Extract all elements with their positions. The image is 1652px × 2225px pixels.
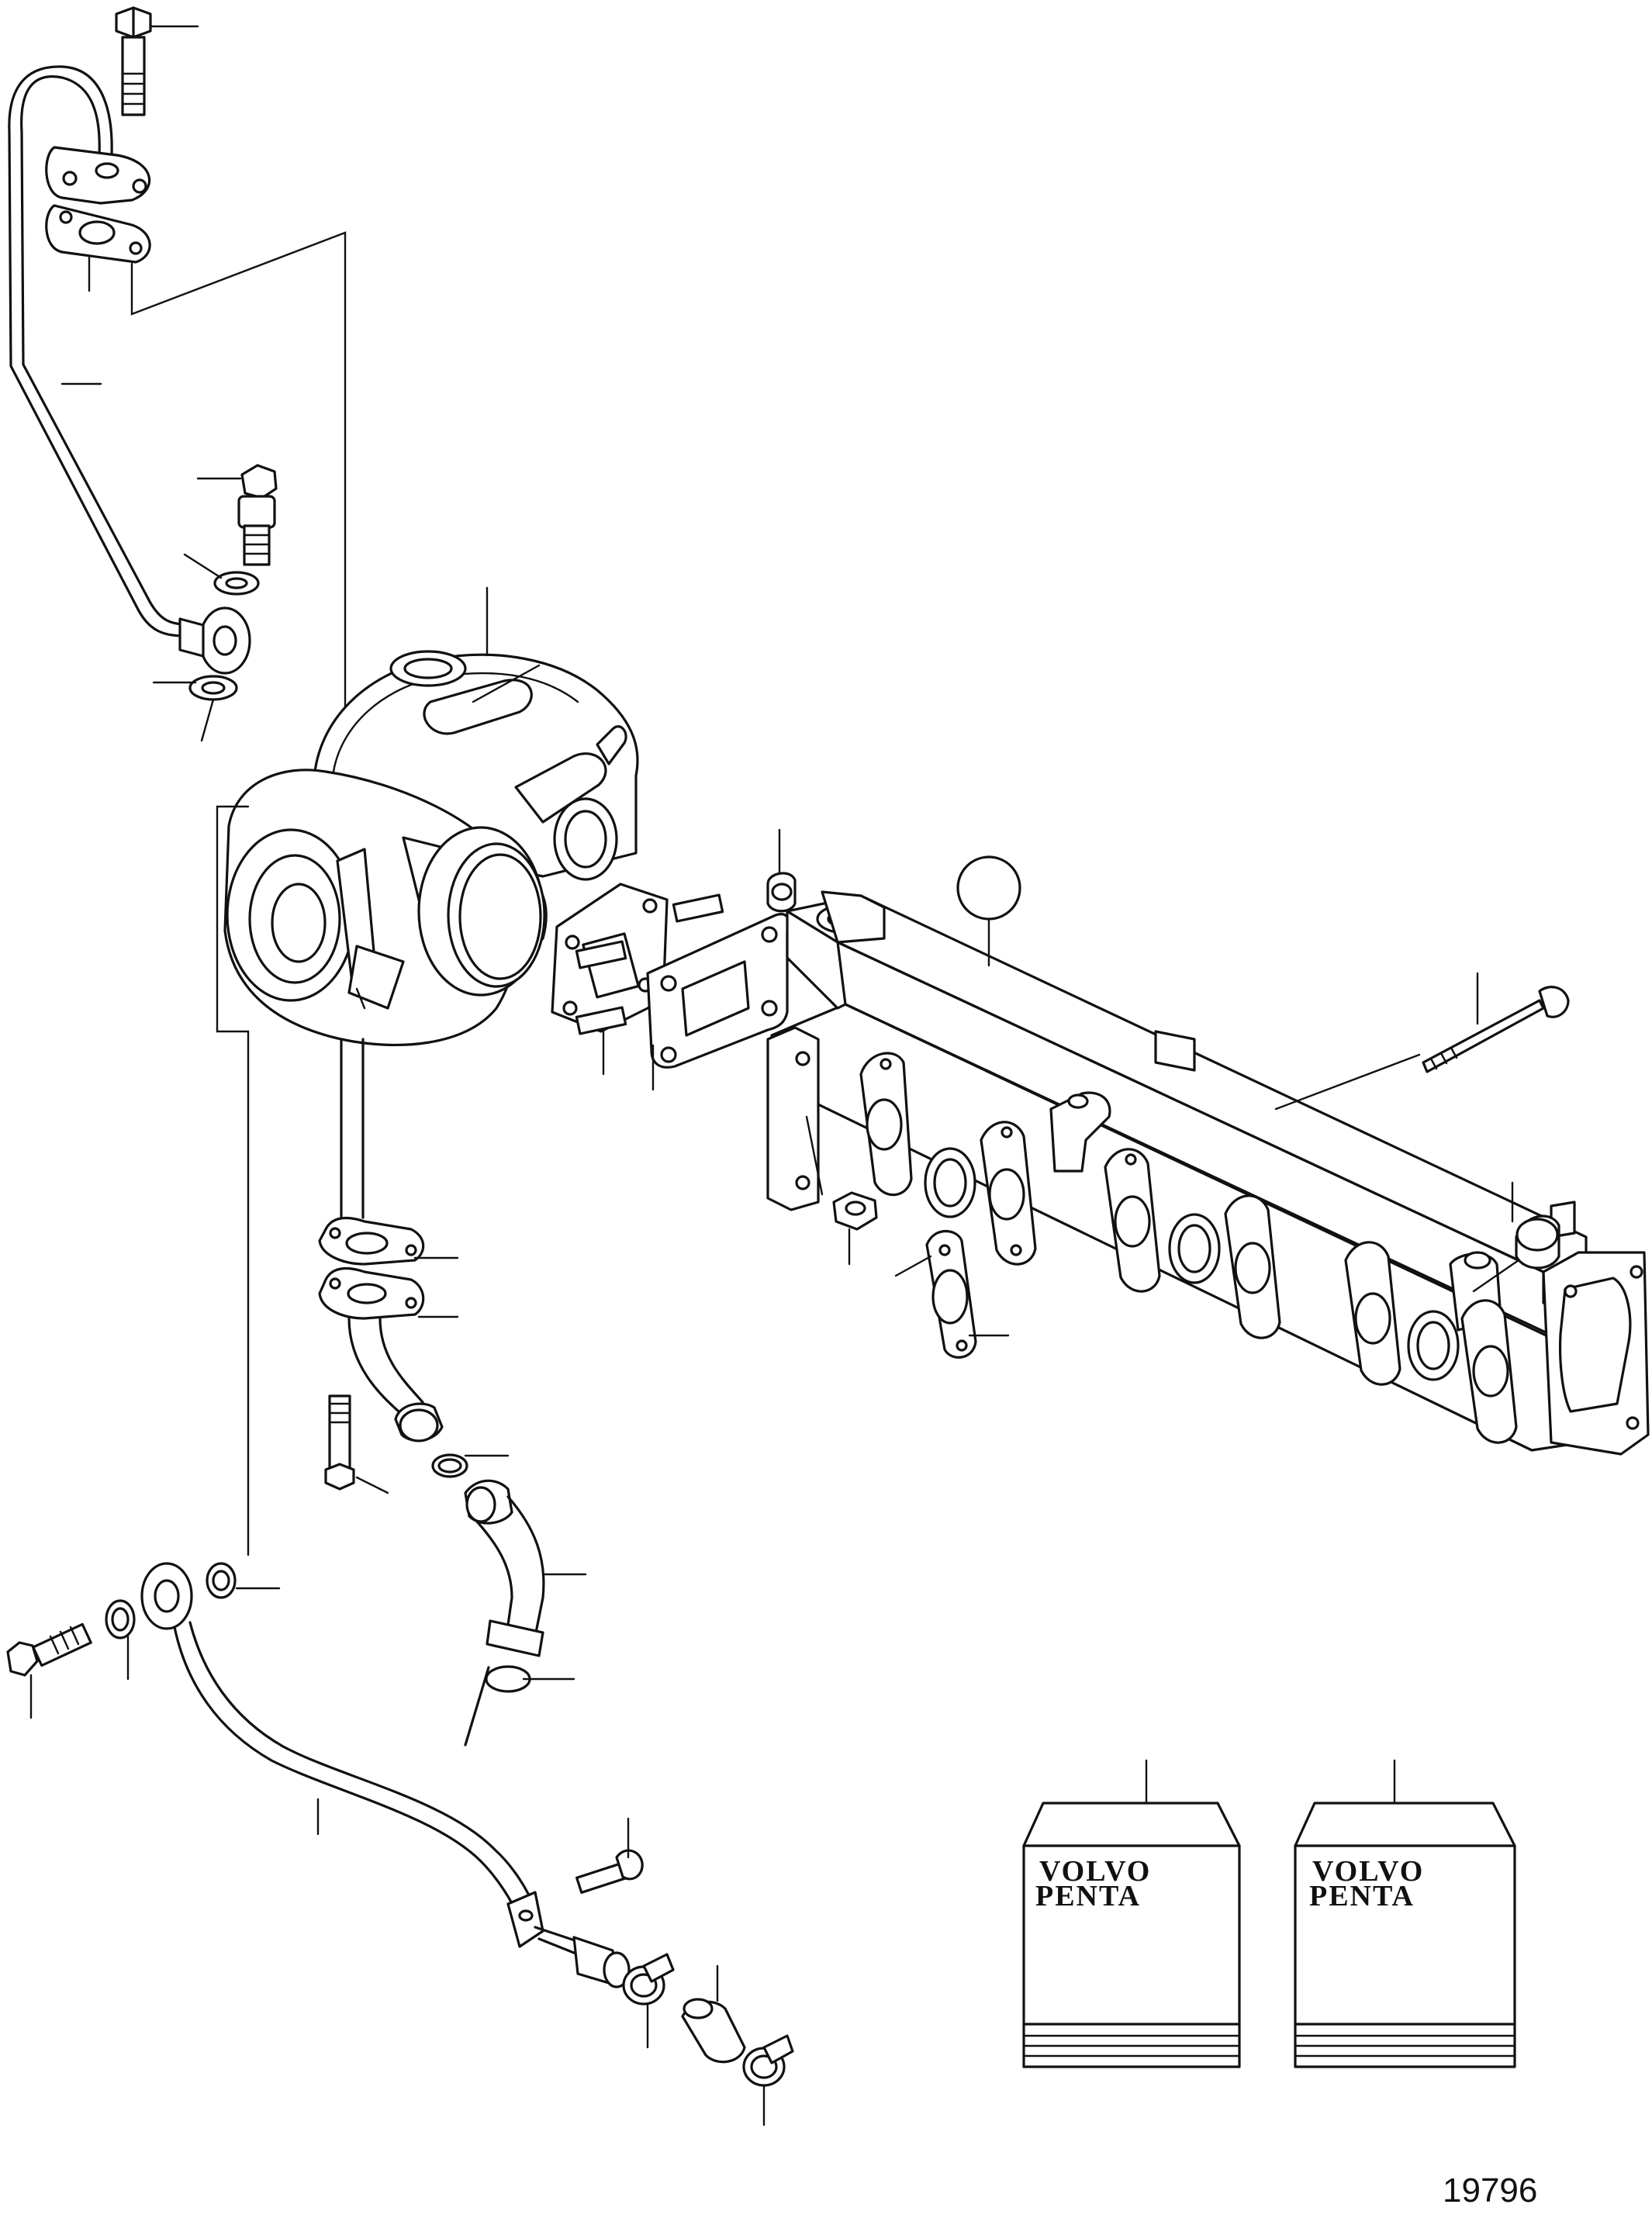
banjo-fitting-upper bbox=[178, 606, 251, 675]
kit-brand-line2: PENTA bbox=[1309, 1880, 1415, 1912]
exhaust-port bbox=[1224, 1194, 1281, 1339]
stud bbox=[575, 893, 724, 1035]
leader-line bbox=[1472, 1259, 1520, 1293]
exhaust-port bbox=[980, 1121, 1037, 1266]
gasket-kit-2: VOLVO PENTA bbox=[1294, 1802, 1516, 2068]
drain-pipe-vertical bbox=[340, 1038, 365, 1219]
port-gasket bbox=[925, 1230, 977, 1359]
sealing-washer bbox=[213, 571, 260, 596]
kit-brand-line1: VOLVO bbox=[1039, 1855, 1151, 1888]
manifold-plug bbox=[1515, 1214, 1560, 1270]
leader-line bbox=[1274, 1053, 1421, 1111]
pipe-end-nipple bbox=[534, 1926, 631, 1988]
gasket-kit-1: VOLVO PENTA bbox=[1022, 1802, 1241, 2068]
drain-pipe-elbow bbox=[347, 1317, 444, 1442]
exhaust-port bbox=[859, 1052, 913, 1197]
sealing-washer bbox=[206, 1562, 237, 1599]
drain-hose bbox=[464, 1479, 545, 1657]
drain-flange-gasket bbox=[318, 1217, 425, 1266]
banjo-bolt-lower bbox=[6, 1622, 92, 1677]
banjo-bolt-top bbox=[115, 6, 152, 116]
flange-gasket-top bbox=[45, 204, 151, 264]
leader-line bbox=[355, 1476, 389, 1494]
exhaust-port bbox=[1104, 1148, 1161, 1293]
exhaust-flange-gasket bbox=[646, 913, 790, 1069]
exhaust-port bbox=[924, 1147, 976, 1218]
pipe-clamp bbox=[506, 1891, 544, 1948]
flange-nut bbox=[766, 872, 797, 913]
exhaust-port bbox=[1460, 1299, 1518, 1444]
rubber-hose bbox=[681, 1998, 746, 2064]
kit-brand-line2: PENTA bbox=[1035, 1880, 1141, 1912]
turbocharger bbox=[223, 650, 639, 1047]
exhaust-port bbox=[1168, 1213, 1221, 1284]
exhaust-port bbox=[1407, 1310, 1460, 1381]
leader-line bbox=[894, 1255, 932, 1277]
o-ring bbox=[431, 1453, 468, 1478]
kit-brand-line1: VOLVO bbox=[1312, 1855, 1424, 1888]
banjo-bolt-middle bbox=[237, 464, 278, 566]
exhaust-port bbox=[1344, 1241, 1401, 1386]
exhaust-manifold bbox=[766, 890, 1650, 1456]
leader-line bbox=[200, 698, 215, 742]
leader-line bbox=[805, 1115, 824, 1196]
drain-pipe-flange bbox=[318, 1267, 425, 1320]
sealing-washer bbox=[105, 1599, 136, 1639]
sealing-washer bbox=[188, 675, 238, 701]
leader-line bbox=[183, 553, 223, 579]
flange-bolt bbox=[324, 1394, 355, 1491]
hose-clamp bbox=[742, 2034, 794, 2087]
oil-pipe-upper bbox=[8, 65, 188, 637]
nut bbox=[832, 1191, 878, 1231]
oil-pipe-lower bbox=[173, 1621, 537, 1921]
hose-clamp bbox=[464, 1665, 531, 1746]
leader-line bbox=[472, 664, 541, 703]
pipe-flange-top bbox=[45, 146, 151, 205]
banjo-fitting-lower bbox=[140, 1562, 193, 1630]
manifold-bolt bbox=[1422, 986, 1570, 1073]
assembly-boundary-line bbox=[130, 231, 347, 816]
reference-circle bbox=[956, 855, 1021, 921]
drawing-number: 19796 bbox=[1443, 2171, 1538, 2209]
hose-clamp bbox=[622, 1953, 675, 2006]
clamp-screw bbox=[575, 1849, 644, 1894]
assembly-boundary-line bbox=[216, 805, 250, 1556]
